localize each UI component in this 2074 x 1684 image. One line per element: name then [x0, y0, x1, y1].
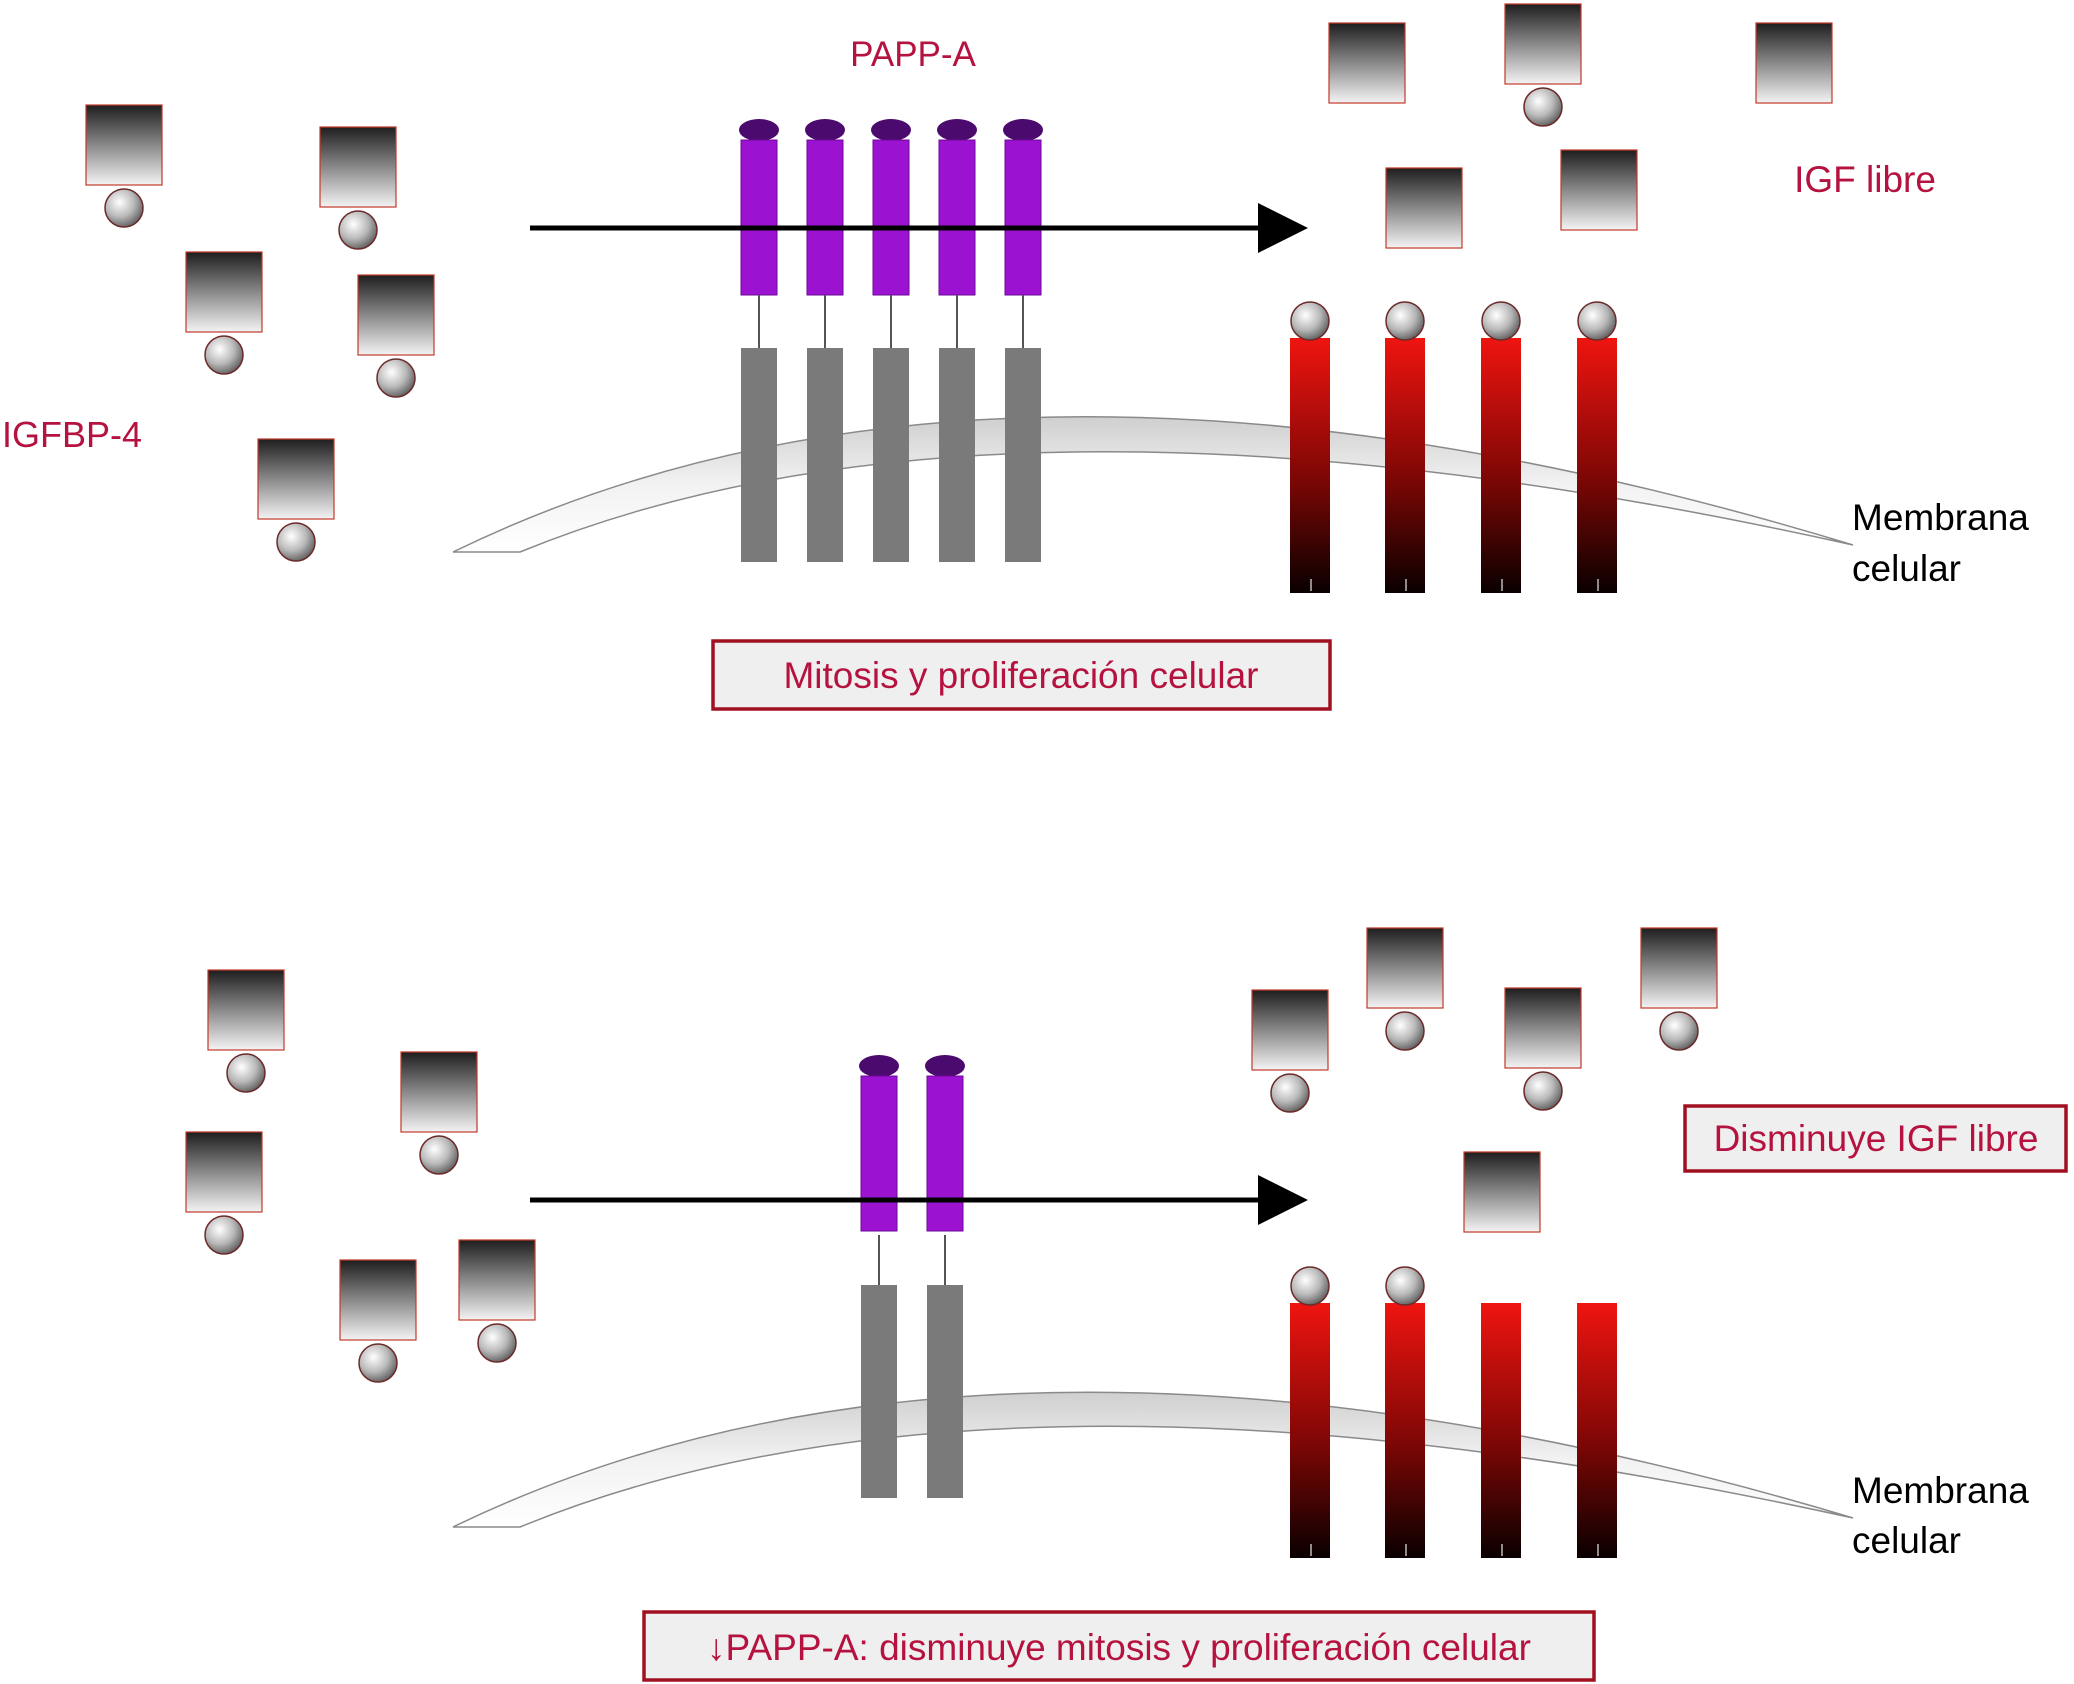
papp-a-cap — [925, 1055, 965, 1077]
papp-a-domain — [1004, 139, 1042, 296]
igf-receptor-group-bottom — [1290, 1266, 1617, 1558]
free-igf-group — [1328, 3, 1833, 249]
igf-square — [185, 1131, 263, 1213]
igfbp4-bound-group — [85, 104, 435, 562]
papp-a-cap — [739, 119, 779, 141]
igfbp4-label: IGFBP-4 — [2, 414, 142, 455]
papp-a-cap — [805, 119, 845, 141]
igf-square — [357, 274, 435, 356]
igfbp4-ball — [1385, 1011, 1425, 1051]
igf-square — [1504, 987, 1582, 1069]
membrana-label-top: Membrana — [1852, 497, 2029, 538]
igf-square — [207, 969, 285, 1051]
papp-a-cap — [937, 119, 977, 141]
igf-square — [1755, 22, 1833, 104]
igfbp4-ball — [1481, 301, 1521, 341]
igfbp4-ball — [1523, 87, 1563, 127]
papp-a-anchor — [939, 348, 975, 562]
igf-receptor — [1577, 338, 1617, 593]
membrana-label-bottom: Membrana — [1852, 1470, 2029, 1511]
igf-square — [458, 1239, 536, 1321]
papp-a-domain — [860, 1075, 898, 1232]
igf-receptor — [1290, 1303, 1330, 1558]
papp-a-domain — [872, 139, 910, 296]
igfbp4-ball — [338, 210, 378, 250]
igf-square — [400, 1051, 478, 1133]
igf-square — [1328, 22, 1406, 104]
cell-membrane-top — [452, 415, 1854, 553]
papp-a-anchor — [1005, 348, 1041, 562]
papp-a-anchor — [861, 1285, 897, 1498]
igf-square — [1560, 149, 1638, 231]
igf-receptor — [1385, 1303, 1425, 1558]
igf-receptor — [1481, 338, 1521, 593]
celular-label-bottom: celular — [1852, 1520, 1961, 1561]
papp-a-group-bottom — [859, 1055, 965, 1498]
papp-a-cap — [1003, 119, 1043, 141]
igf-receptor — [1481, 1303, 1521, 1558]
igf-receptor — [1385, 338, 1425, 593]
papp-a-anchor — [807, 348, 843, 562]
igfbp4-ball — [419, 1135, 459, 1175]
free-igf-group-bottom — [1251, 927, 1718, 1233]
igf-receptor — [1290, 338, 1330, 593]
bottom-summary-text: ↓PAPP-A: disminuye mitosis y proliferaci… — [707, 1627, 1531, 1668]
papp-a-domain — [926, 1075, 964, 1232]
papp-a-label: PAPP-A — [850, 35, 976, 74]
igfbp4-ball — [104, 188, 144, 228]
igf-square — [1504, 3, 1582, 85]
igfbp4-ball — [204, 335, 244, 375]
papp-a-anchor — [741, 348, 777, 562]
igfbp4-ball — [358, 1343, 398, 1383]
mitosis-box-text: Mitosis y proliferación celular — [783, 655, 1258, 696]
igfbp4-ball — [1385, 1266, 1425, 1306]
igf-square — [1251, 989, 1329, 1071]
igfbp4-ball — [1523, 1071, 1563, 1111]
top-panel: PAPP-A IGF libre IGFBP-4 Membrana celula… — [2, 3, 2029, 711]
papp-a-anchor — [927, 1285, 963, 1498]
igfbp4-ball — [477, 1323, 517, 1363]
igf-square — [1366, 927, 1444, 1009]
igf-square — [257, 438, 335, 520]
papp-a-domain — [740, 139, 778, 296]
igfbp4-ball — [1577, 301, 1617, 341]
papp-a-cap — [871, 119, 911, 141]
igfbp4-ball — [1270, 1073, 1310, 1113]
igfbp4-ball — [226, 1053, 266, 1093]
igf-square — [1385, 167, 1463, 249]
disminuye-igf-box — [1683, 1104, 2068, 1173]
igf-receptor-group — [1290, 301, 1617, 593]
celular-label-top: celular — [1852, 548, 1961, 589]
igf-receptor — [1577, 1303, 1617, 1558]
igf-square — [1640, 927, 1718, 1009]
igfbp4-ball — [376, 358, 416, 398]
igfbp4-ball — [1290, 1266, 1330, 1306]
papp-a-domain — [806, 139, 844, 296]
bottom-summary-box — [642, 1610, 1596, 1682]
igf-square — [319, 126, 397, 208]
igf-libre-label: IGF libre — [1794, 159, 1936, 200]
papp-a-cap — [859, 1055, 899, 1077]
igf-square — [85, 104, 163, 186]
mitosis-box — [711, 639, 1332, 711]
igfbp4-ball — [1290, 301, 1330, 341]
disminuye-igf-text: Disminuye IGF libre — [1714, 1118, 2039, 1159]
igf-square — [339, 1259, 417, 1341]
igfbp4-ball — [1659, 1011, 1699, 1051]
igfbp4-bound-group-bottom — [185, 969, 536, 1383]
papp-a-domain — [938, 139, 976, 296]
igfbp4-ball — [276, 522, 316, 562]
cell-membrane-bottom — [452, 1391, 1854, 1528]
igfbp4-ball — [1385, 301, 1425, 341]
bottom-panel: Disminuye IGF libre Membrana celular ↓PA… — [185, 927, 2068, 1682]
igf-square — [1463, 1151, 1541, 1233]
igfbp4-ball — [204, 1215, 244, 1255]
papp-a-group — [739, 119, 1043, 562]
papp-a-anchor — [873, 348, 909, 562]
igf-square — [185, 251, 263, 333]
